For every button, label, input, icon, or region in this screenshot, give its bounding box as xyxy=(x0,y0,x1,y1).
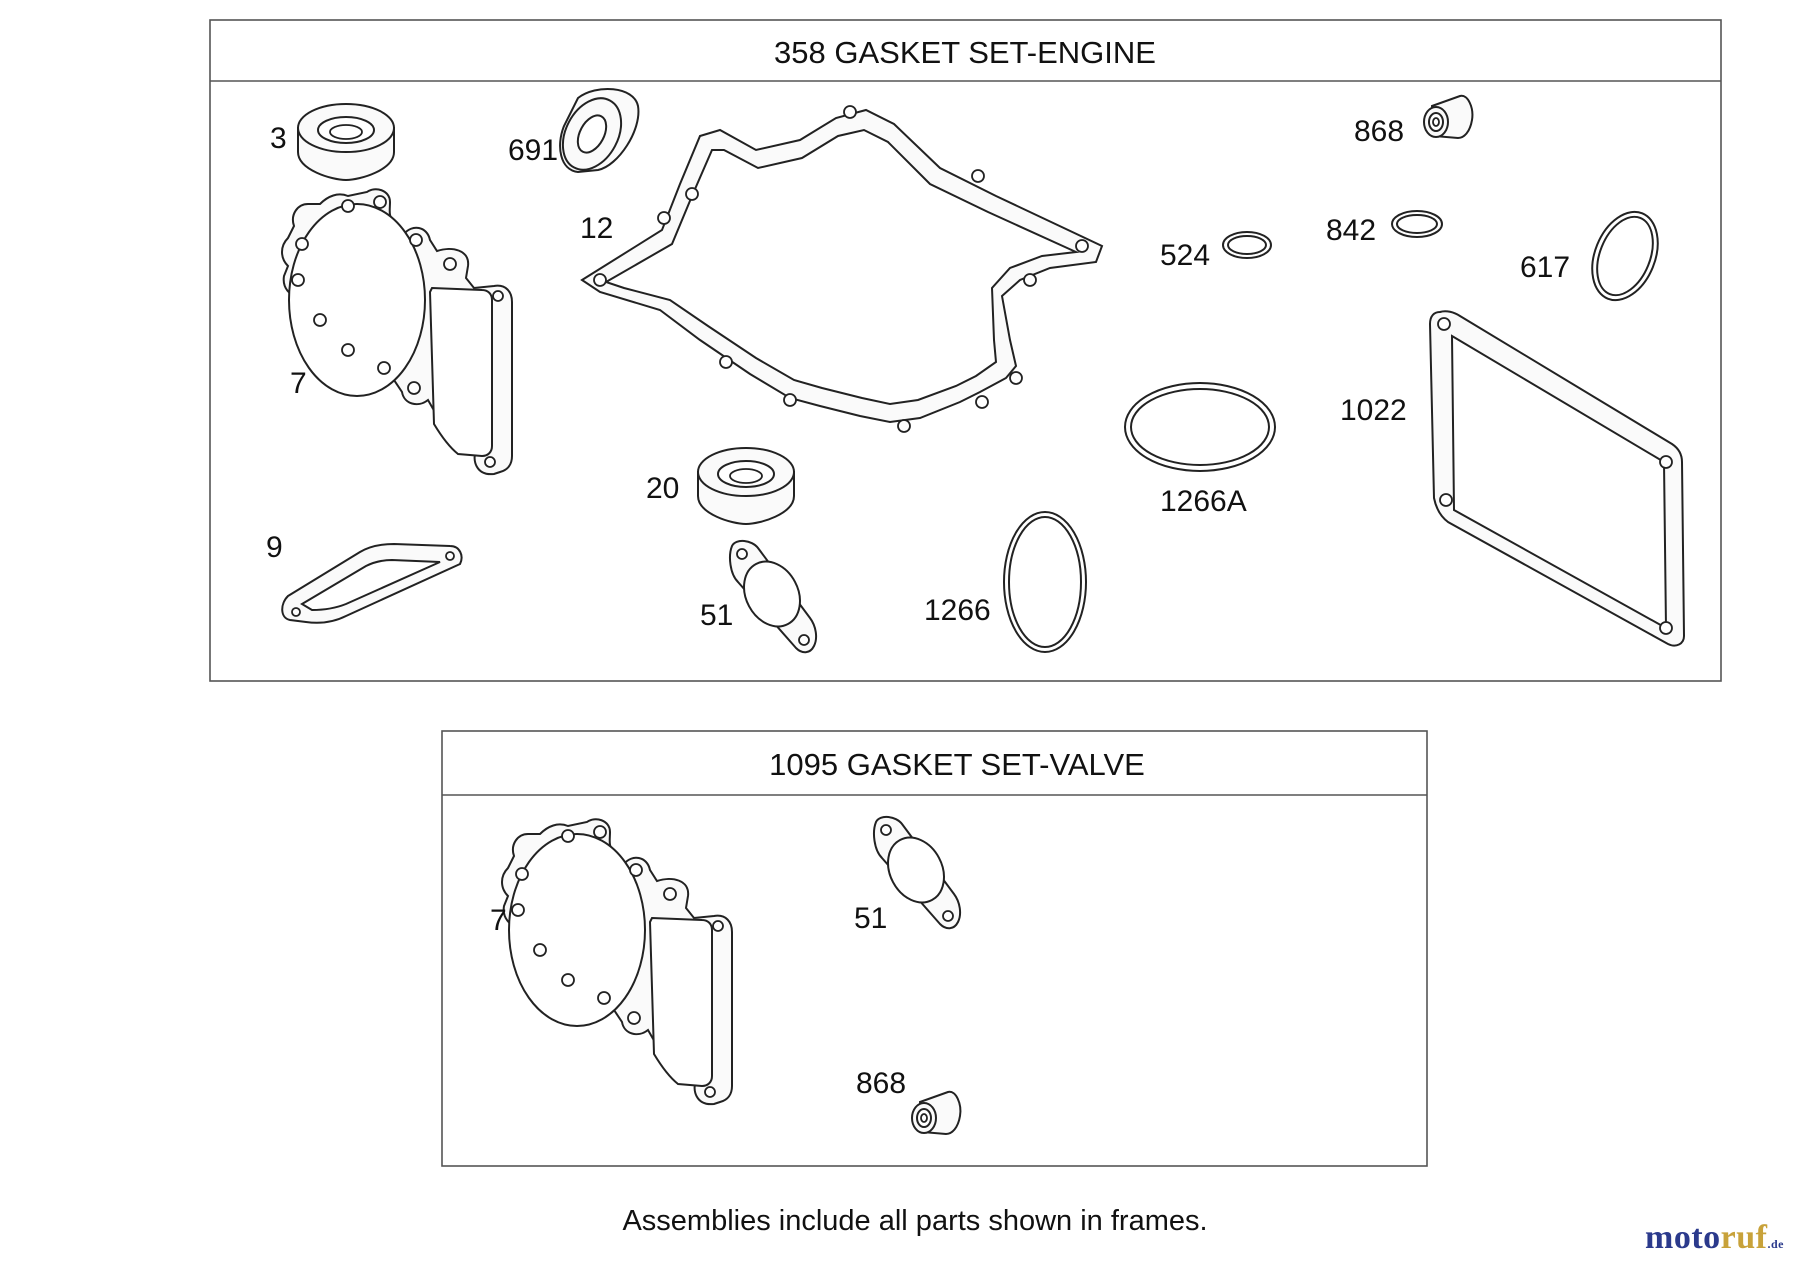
engine-gasket-set-frame: 358 GASKET SET-ENGINE xyxy=(209,19,1722,682)
label-524: 524 xyxy=(1160,239,1210,272)
o-ring-524 xyxy=(1222,231,1272,259)
crankcase-gasket-12 xyxy=(580,105,1104,433)
oil-seal-20 xyxy=(697,447,795,525)
watermark-part-3: .de xyxy=(1767,1237,1784,1251)
watermark-part-2: ruf xyxy=(1720,1219,1768,1256)
engine-frame-title: 358 GASKET SET-ENGINE xyxy=(774,35,1156,70)
label-1266: 1266 xyxy=(924,594,991,627)
label-1266A: 1266A xyxy=(1160,485,1247,518)
label-868: 868 xyxy=(1354,115,1404,148)
valve-label-7: 7 xyxy=(490,904,507,937)
cylinder-head-gasket-7 xyxy=(281,188,513,476)
label-9: 9 xyxy=(266,531,283,564)
o-ring-617 xyxy=(1591,210,1659,302)
label-20: 20 xyxy=(646,472,679,505)
assemblies-note: Assemblies include all parts shown in fr… xyxy=(622,1205,1208,1237)
label-12: 12 xyxy=(580,212,613,245)
valve-label-868: 868 xyxy=(856,1067,906,1100)
oil-seal-3 xyxy=(297,103,395,181)
valve-frame-title: 1095 GASKET SET-VALVE xyxy=(769,747,1145,782)
watermark-part-1: moto xyxy=(1645,1219,1721,1256)
o-ring-842 xyxy=(1391,210,1443,238)
label-7: 7 xyxy=(290,367,307,400)
o-ring-1266 xyxy=(1003,511,1087,653)
valve-stem-seal-868 xyxy=(1423,94,1474,139)
cylinder-head-gasket-7-valve xyxy=(501,818,733,1106)
label-617: 617 xyxy=(1520,251,1570,284)
label-842: 842 xyxy=(1326,214,1376,247)
label-51: 51 xyxy=(700,599,733,632)
flange-gasket-51 xyxy=(729,539,818,654)
valve-gasket-set-frame: 1095 GASKET SET-VALVE xyxy=(441,730,1428,1167)
valve-label-51: 51 xyxy=(854,902,887,935)
label-691: 691 xyxy=(508,134,558,167)
label-1022: 1022 xyxy=(1340,394,1407,427)
breather-gasket-9 xyxy=(281,542,463,624)
motoruf-watermark-logo: motoruf.de xyxy=(1645,1219,1784,1257)
o-ring-1266A xyxy=(1124,382,1276,472)
valve-stem-seal-868-valve xyxy=(911,1090,962,1135)
rocker-cover-gasket-1022 xyxy=(1428,310,1686,647)
label-3: 3 xyxy=(270,122,287,155)
seal-691 xyxy=(559,88,640,174)
